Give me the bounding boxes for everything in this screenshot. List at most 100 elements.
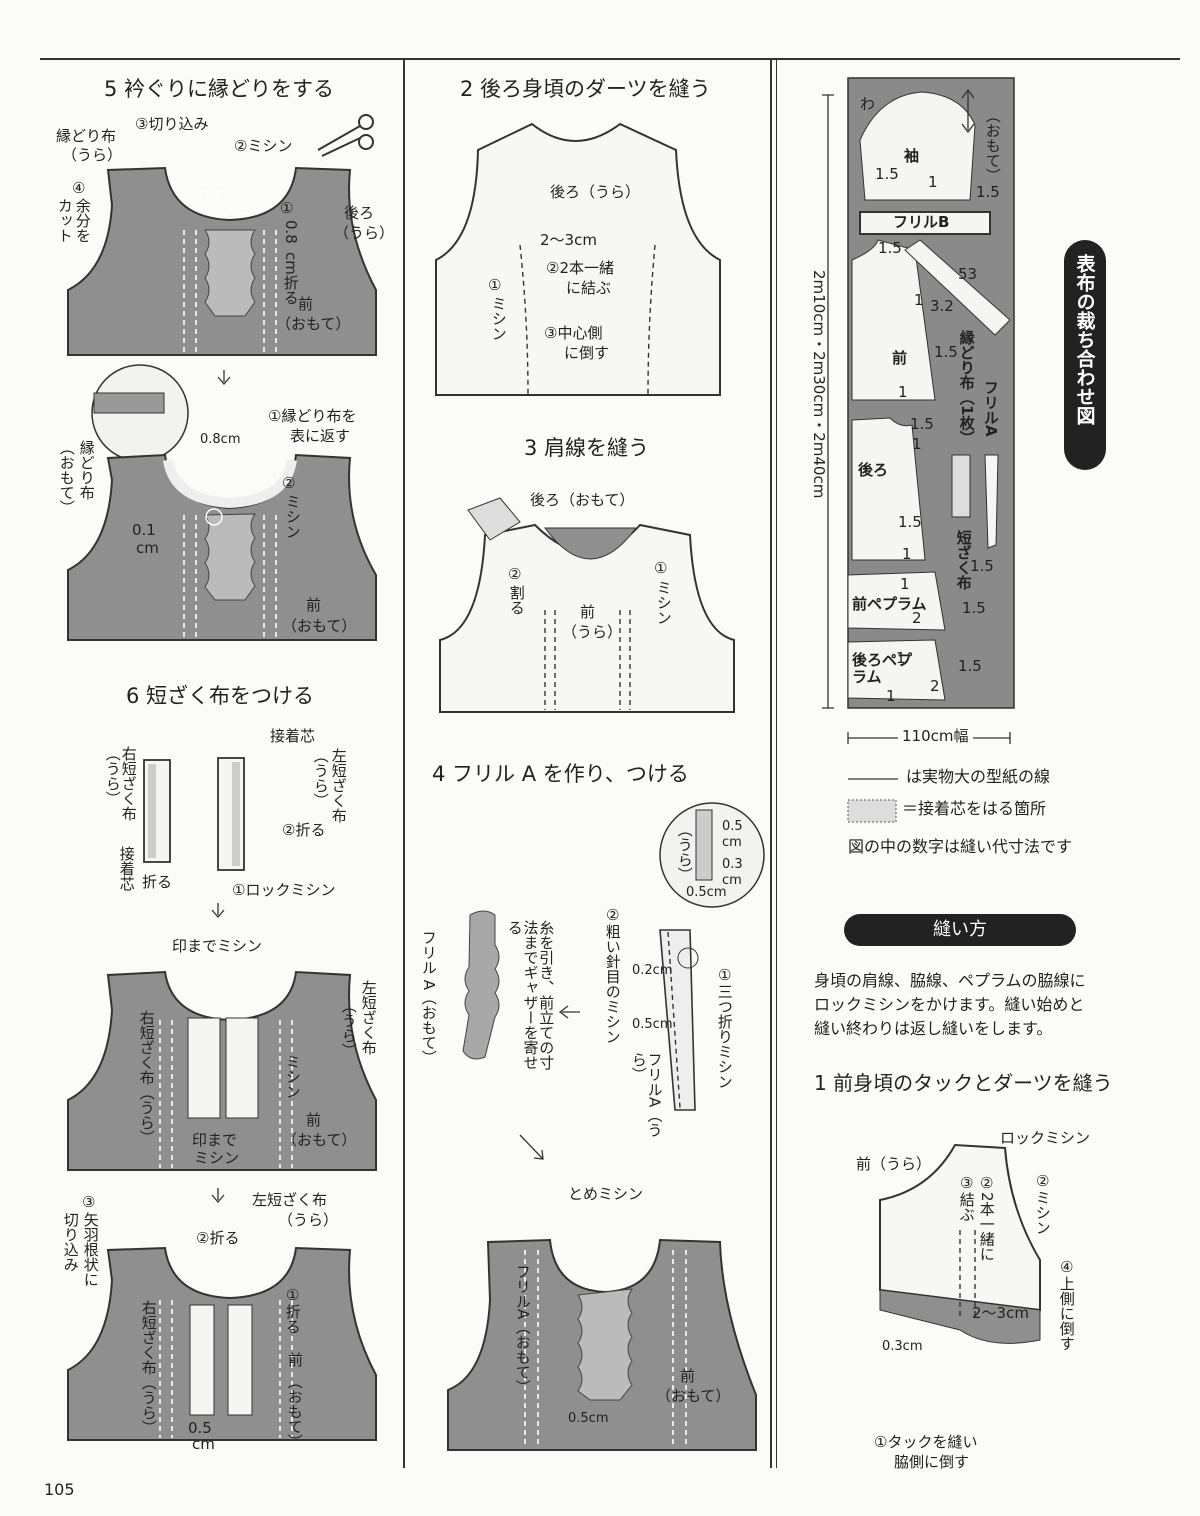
label: ①ロックミシン <box>232 881 336 899</box>
label: ミシン <box>489 296 508 341</box>
column-divider-3 <box>776 58 777 1468</box>
label: （うら） <box>675 822 694 882</box>
label: 0.8cm <box>200 432 241 447</box>
label: ①タックを縫い <box>874 1433 978 1451</box>
step3-title: 3 肩線を縫う <box>524 436 650 460</box>
label: 0.8 <box>281 220 300 244</box>
label: ③ <box>82 1193 96 1211</box>
label: 0.3 <box>722 857 743 872</box>
seam-number: 1 <box>900 575 910 593</box>
layout-title: 表布の裁ち合わせ図 <box>1073 254 1096 425</box>
piece-label: 短ざく布 <box>954 530 973 590</box>
label: 右短ざく布（うら） <box>137 1010 156 1145</box>
step6-title: 6 短ざく布をつける <box>126 684 315 708</box>
label: 0.5 <box>722 819 743 834</box>
label: 矢羽根状に <box>81 1212 100 1287</box>
seam-number: 1.5 <box>962 599 986 617</box>
sewing-step1-title: 1 前身頃のタックとダーツを縫う <box>814 1071 1113 1095</box>
label: 前 <box>306 596 322 614</box>
label: カット <box>55 198 74 243</box>
label: ① <box>488 276 502 294</box>
label: 0.8cm <box>200 187 247 205</box>
front-bodice-tuck <box>879 1143 1041 1312</box>
label: cm <box>136 539 159 557</box>
column-divider-2 <box>770 58 772 1468</box>
label: ②ミシン <box>234 137 293 155</box>
label: 前 <box>306 1111 322 1129</box>
label: 前 <box>298 295 314 313</box>
seam-number: 1 <box>928 173 938 191</box>
label: ミシン <box>654 580 673 625</box>
label: ③切り込み <box>135 115 209 133</box>
label: cm <box>722 873 742 888</box>
label: 前（うら） <box>856 1155 932 1173</box>
label: ②ミシン <box>1033 1172 1052 1235</box>
label: （おもて） <box>276 315 351 333</box>
label: 0.2cm <box>632 963 673 978</box>
step4-title: 4 フリル A を作り、つける <box>432 762 689 786</box>
label: 割る <box>507 585 526 615</box>
piece-label: 前 <box>892 349 908 367</box>
label: ②2本一緒 <box>546 259 614 277</box>
label: 折る <box>142 873 173 891</box>
label: 左短ざく布 <box>359 980 378 1055</box>
label: （おもて） <box>282 1131 357 1149</box>
label: 印まで <box>192 1131 238 1149</box>
label: 0.5 <box>188 1419 212 1437</box>
label: 前 <box>580 603 596 621</box>
legend-interfacing-swatch <box>847 799 897 823</box>
sewing-intro-2: ロックミシンをかけます。縫い始めと <box>814 995 1085 1014</box>
piece-label: 後ろペプラム <box>852 651 913 687</box>
label: 後ろ <box>344 204 375 222</box>
seam-number: 1 <box>896 649 906 667</box>
scissors-icon <box>317 114 374 157</box>
label: 0.1 <box>132 521 156 539</box>
layout-title-badge: 表布の裁ち合わせ図 <box>1064 240 1106 470</box>
label: （うら） <box>278 1211 339 1229</box>
left-placket-strip <box>217 757 245 871</box>
label: （うら） <box>339 998 358 1058</box>
label: に結ぶ <box>566 279 612 297</box>
sewing-intro-3: 縫い終わりは返し縫いをします。 <box>814 1019 1053 1038</box>
seam-number: 1.5 <box>875 165 899 183</box>
seam-number: 1 <box>914 291 924 309</box>
legend-note: 図の中の数字は縫い代寸法です <box>848 837 1073 856</box>
fabric-width: 110cm幅 <box>898 727 973 746</box>
label: 0.3cm <box>882 1339 923 1354</box>
label: （うら） <box>562 623 623 641</box>
label: 0.5cm <box>568 1411 609 1426</box>
page-number: 105 <box>44 1480 75 1499</box>
label: （うら） <box>103 746 122 806</box>
label: 前 <box>680 1367 696 1385</box>
label: 右短ざく布（うら） <box>139 1300 158 1435</box>
label: ④上側に倒す <box>1057 1258 1076 1351</box>
legend-interfacing-text: ＝接着芯をはる箇所 <box>902 799 1047 818</box>
piece-label: フリルA <box>981 380 1000 437</box>
seam-number: 3.2 <box>930 297 954 315</box>
seam-number: 2 <box>930 677 940 695</box>
piece-label: 後ろ <box>858 461 889 479</box>
right-placket-strip <box>143 759 171 863</box>
label: （おもて） <box>285 1374 304 1449</box>
label: （おもて） <box>656 1387 731 1405</box>
label: ④ <box>72 179 86 197</box>
label: ①三つ折りミシン <box>715 966 734 1089</box>
ruffle-5b <box>204 513 256 601</box>
label: フリル A（おもて） <box>419 930 438 1066</box>
label: ②折る <box>282 821 326 839</box>
label: フリルA（うら） <box>629 1052 664 1138</box>
piece-label: 前ペプラム <box>852 595 927 613</box>
label: cm <box>192 1435 215 1453</box>
top-rule <box>40 58 1180 60</box>
label: 右短ざく布 <box>119 746 138 821</box>
fabric-length: 2m10cm・2m30cm・2m40cm <box>809 270 828 499</box>
label: 表に返す <box>290 427 351 445</box>
seam-number: 1.5 <box>878 239 902 257</box>
label: 接着芯 <box>270 727 316 745</box>
seam-number: 1.5 <box>976 183 1000 201</box>
label: とめミシン <box>568 1185 644 1203</box>
label: ②粗い針目のミシン <box>603 906 622 1044</box>
label: ①縁どり布を <box>268 407 357 425</box>
seam-number: 1 <box>898 383 908 401</box>
